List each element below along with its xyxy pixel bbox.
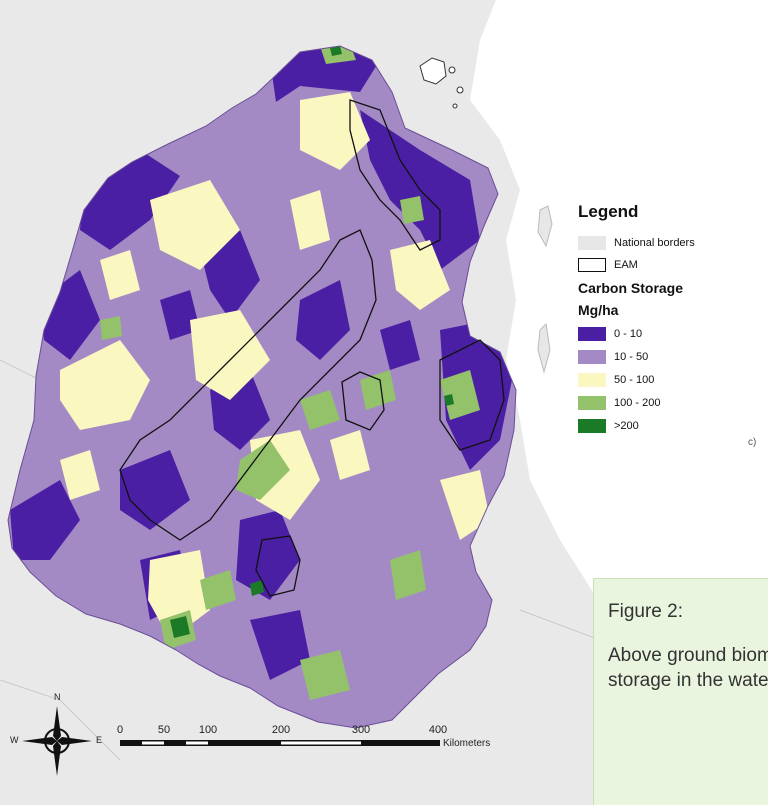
compass-east-label: E	[96, 735, 103, 745]
national-border-line	[0, 679, 121, 761]
legend-item-class: 50 - 100	[578, 368, 768, 391]
figure-caption: Figure 2: Above ground biomass carbon st…	[593, 578, 768, 805]
legend-label-class: 100 - 200	[614, 396, 661, 409]
island	[419, 57, 447, 85]
scale-bar	[120, 740, 440, 746]
north-arrow	[22, 706, 92, 776]
island	[537, 322, 551, 374]
legend-label-class: 0 - 10	[614, 327, 643, 340]
scale-bar-segment	[142, 741, 164, 745]
island	[452, 103, 458, 109]
legend-item-eam: EAM	[578, 254, 768, 276]
scale-tick-label: 0	[116, 724, 124, 736]
island	[456, 86, 464, 94]
legend-item-class: >200	[578, 414, 768, 437]
island	[448, 66, 456, 74]
caption-text: Above ground biomass carbon storage in t…	[608, 645, 768, 691]
panel-label-fragment: c)	[748, 437, 757, 448]
legend-swatch-class	[578, 395, 606, 410]
legend-item-national-borders: National borders	[578, 232, 768, 254]
legend-item-class: 10 - 50	[578, 345, 768, 368]
legend-label-class: 50 - 100	[614, 373, 655, 386]
legend: Legend National borders EAM Carbon Stora…	[578, 202, 768, 437]
legend-swatch-class	[578, 349, 606, 364]
compass-north-label: N	[54, 692, 61, 702]
scale-tick-label: 300	[351, 724, 371, 736]
legend-item-class: 0 - 10	[578, 322, 768, 345]
legend-swatch-class	[578, 372, 606, 387]
scale-tick-label: 400	[428, 724, 448, 736]
legend-swatch-eam	[578, 258, 606, 272]
legend-swatch-class	[578, 418, 606, 433]
scale-bar-frame	[120, 740, 440, 746]
island	[537, 205, 553, 248]
scale-tick-label: 50	[157, 724, 171, 736]
legend-carbon-heading: Carbon Storage	[578, 280, 684, 296]
compass-west-label: W	[10, 735, 19, 745]
legend-unit-heading: Mg/ha	[578, 302, 619, 318]
caption-title: Figure 2:	[608, 601, 683, 622]
scale-bar-segment	[186, 741, 208, 745]
legend-label-national-borders: National borders	[614, 237, 695, 249]
legend-swatch-national-borders	[578, 236, 606, 250]
legend-label-eam: EAM	[614, 259, 638, 271]
legend-classes: 0 - 10 10 - 50 50 - 100 100 - 200 >200	[578, 322, 768, 437]
scale-bar-unit: Kilometers	[443, 738, 491, 749]
legend-label-class: 10 - 50	[614, 350, 649, 363]
eam-outlines	[119, 99, 505, 597]
scale-tick-label: 200	[271, 724, 291, 736]
legend-swatch-class	[578, 326, 606, 341]
class-100-200-patches	[100, 46, 480, 700]
class-over-200-patches	[170, 46, 454, 638]
scale-bar-segment	[281, 741, 361, 745]
legend-item-class: 100 - 200	[578, 391, 768, 414]
scale-tick-label: 100	[198, 724, 218, 736]
legend-title: Legend	[578, 202, 639, 221]
legend-label-class: >200	[614, 419, 639, 432]
